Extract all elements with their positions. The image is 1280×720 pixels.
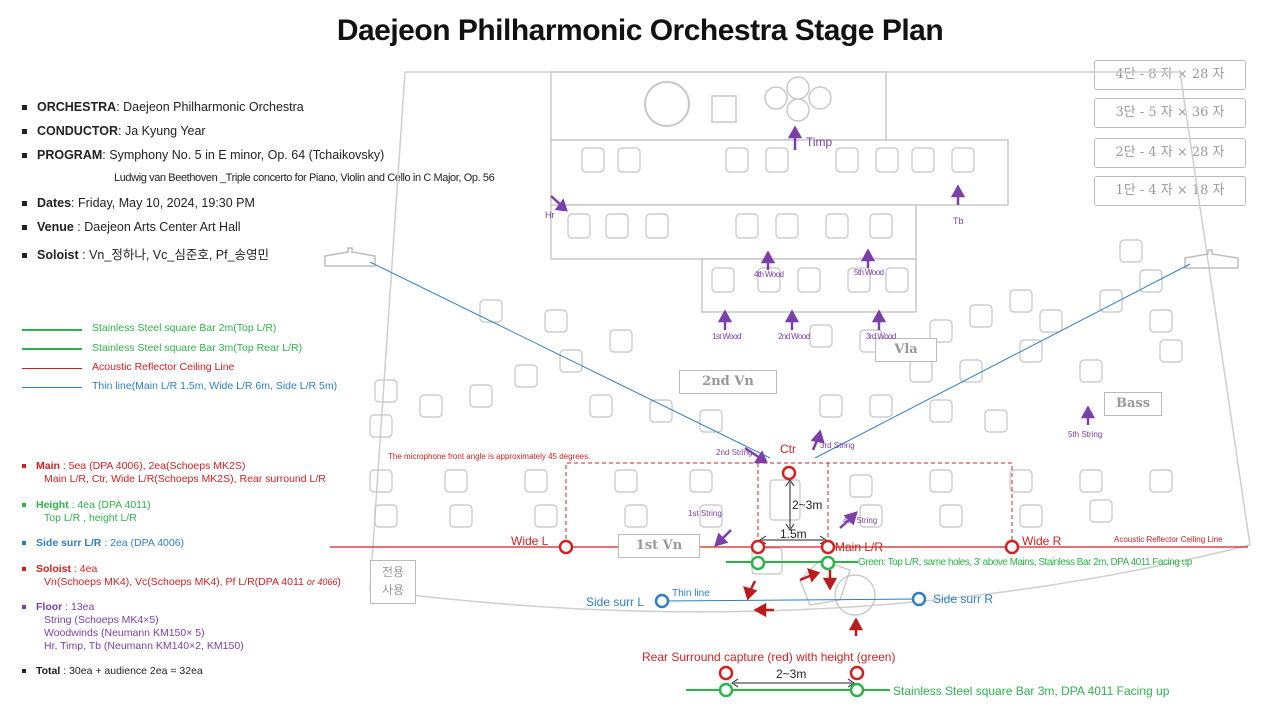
label-string-4: 4th String: [843, 516, 878, 525]
info-conductor: CONDUCTOR: Ja Kyung Year: [22, 124, 206, 138]
label-dist-2-3m: 2~3m: [792, 498, 823, 512]
mic-rear-height-l: [718, 682, 734, 698]
bass-drum: [711, 95, 737, 123]
legend-line-reflector: [22, 368, 82, 369]
section-bass: Bass: [1104, 392, 1162, 416]
label-timp: Timp: [806, 135, 833, 149]
tier-3: 3단 - 5 자 × 36 자: [1094, 98, 1246, 128]
legend-bar-3m: Stainless Steel square Bar 3m(Top Rear L…: [92, 342, 303, 354]
label-rear-surround: Rear Surround capture (red) with height …: [642, 650, 896, 664]
mic-ctr: [781, 465, 797, 481]
speaker-right: [1184, 249, 1239, 269]
label-rear-bar: Stainless Steel square Bar 3m, DPA 4011 …: [893, 684, 1170, 698]
label-wood-4: 4th Wood: [754, 270, 784, 279]
thin-line-right: [814, 263, 1191, 459]
label-thin-line: Thin line: [672, 588, 710, 599]
thin-line-left: [369, 261, 771, 459]
mic-wide-r: [1004, 539, 1020, 555]
mic-rear-height-r: [849, 682, 865, 698]
info-venue: Venue : Daejeon Arts Center Art Hall: [22, 220, 241, 234]
info-orchestra: ORCHESTRA: Daejeon Philharmonic Orchestr…: [22, 100, 304, 114]
info-dates: Dates: Friday, May 10, 2024, 19:30 PM: [22, 196, 255, 210]
label-wood-1: 1st Wood: [712, 332, 741, 341]
legend-reflector: Acoustic Reflector Ceiling Line: [92, 361, 235, 373]
label-dist-1-5m: 1.5m: [780, 527, 807, 541]
label-wood-3: 3rd Wood: [866, 332, 896, 341]
info-program: PROGRAM: Symphony No. 5 in E minor, Op. …: [22, 148, 384, 162]
mic-top-r: [820, 555, 836, 571]
label-side-surr-l: Side surr L: [586, 595, 645, 609]
mic-total: Total : 30ea + audience 2ea = 32ea: [22, 665, 203, 678]
info-program-second: Ludwig van Beethoven _Triple concerto fo…: [114, 172, 495, 184]
legend-bar-2m: Stainless Steel square Bar 2m(Top L/R): [92, 322, 277, 334]
label-wide-r: Wide R: [1022, 534, 1062, 548]
label-green-note: Green: Top L/R, same holes, 3' above Mai…: [858, 557, 1192, 568]
mic-main-l: [750, 539, 766, 555]
tier-4: 4단 - 8 자 × 28 자: [1094, 60, 1246, 90]
timpani-drum: [644, 81, 690, 127]
label-hr: Hr: [545, 210, 555, 220]
section-first-violin: 1st Vn: [618, 534, 700, 558]
label-main-lr: Main L/R: [835, 540, 884, 554]
timp-4: [786, 98, 810, 122]
label-ctr: Ctr: [780, 442, 796, 456]
stage-outline: [369, 71, 1251, 613]
mic-rear-l: [718, 665, 734, 681]
label-angle-note: The microphone front angle is approximat…: [388, 452, 591, 461]
legend-line-bar-2m: [22, 329, 82, 331]
label-wide-l: Wide L: [511, 534, 549, 548]
timp-3: [808, 86, 832, 110]
label-wood-5: 5th Wood: [854, 268, 884, 277]
mic-main: Main : 5ea (DPA 4006), 2ea(Schoeps MK2S)…: [22, 460, 326, 486]
label-string-3: 3rd String: [820, 441, 855, 450]
mic-side-r: [911, 591, 927, 607]
mic-top-l: [750, 555, 766, 571]
mic-floor: Floor : 13ea String (Schoeps MK4×5) Wood…: [22, 601, 244, 653]
riser-4: [550, 71, 887, 141]
mic-height: Height : 4ea (DPA 4011) Top L/R , height…: [22, 499, 151, 525]
section-second-violin: 2nd Vn: [679, 370, 777, 394]
mic-side-l: [654, 593, 670, 609]
label-string-5: 5th String: [1068, 430, 1103, 439]
thin-line-side: [661, 598, 920, 602]
timp-1: [764, 86, 788, 110]
label-wood-2: 2nd Wood: [778, 332, 810, 341]
info-soloist: Soloist : Vn_정하나, Vc_심준호, Pf_송영민: [22, 244, 269, 263]
mic-main-r: [820, 539, 836, 555]
mic-wide-l: [558, 539, 574, 555]
legend-line-thin: [22, 387, 82, 388]
angle-dashed-line: [565, 462, 1013, 546]
label-tb: Tb: [953, 216, 964, 226]
tier-2: 2단 - 4 자 × 28 자: [1094, 138, 1246, 168]
mic-side-surround: Side surr L/R : 2ea (DPA 4006): [22, 537, 184, 550]
legend-thin-line: Thin line(Main L/R 1.5m, Wide L/R 6m, Si…: [92, 380, 338, 392]
label-rear-dist: 2~3m: [776, 667, 807, 681]
chairs: [369, 147, 1183, 616]
label-reflector: Acoustic Reflector Ceiling Line: [1114, 535, 1223, 544]
speaker-left: [324, 247, 376, 267]
label-string-1: 1st String: [688, 509, 722, 518]
page-title: Daejeon Philharmonic Orchestra Stage Pla…: [336, 14, 944, 47]
label-string-2: 2nd String: [716, 448, 753, 457]
legend-line-bar-3m: [22, 348, 82, 350]
label-side-surr-r: Side surr R: [933, 592, 994, 606]
mic-rear-r: [849, 665, 865, 681]
mic-soloist: Soloist : 4ea Vn(Schoeps MK4), Vc(Schoep…: [22, 563, 341, 589]
section-viola: Vla: [875, 338, 937, 362]
